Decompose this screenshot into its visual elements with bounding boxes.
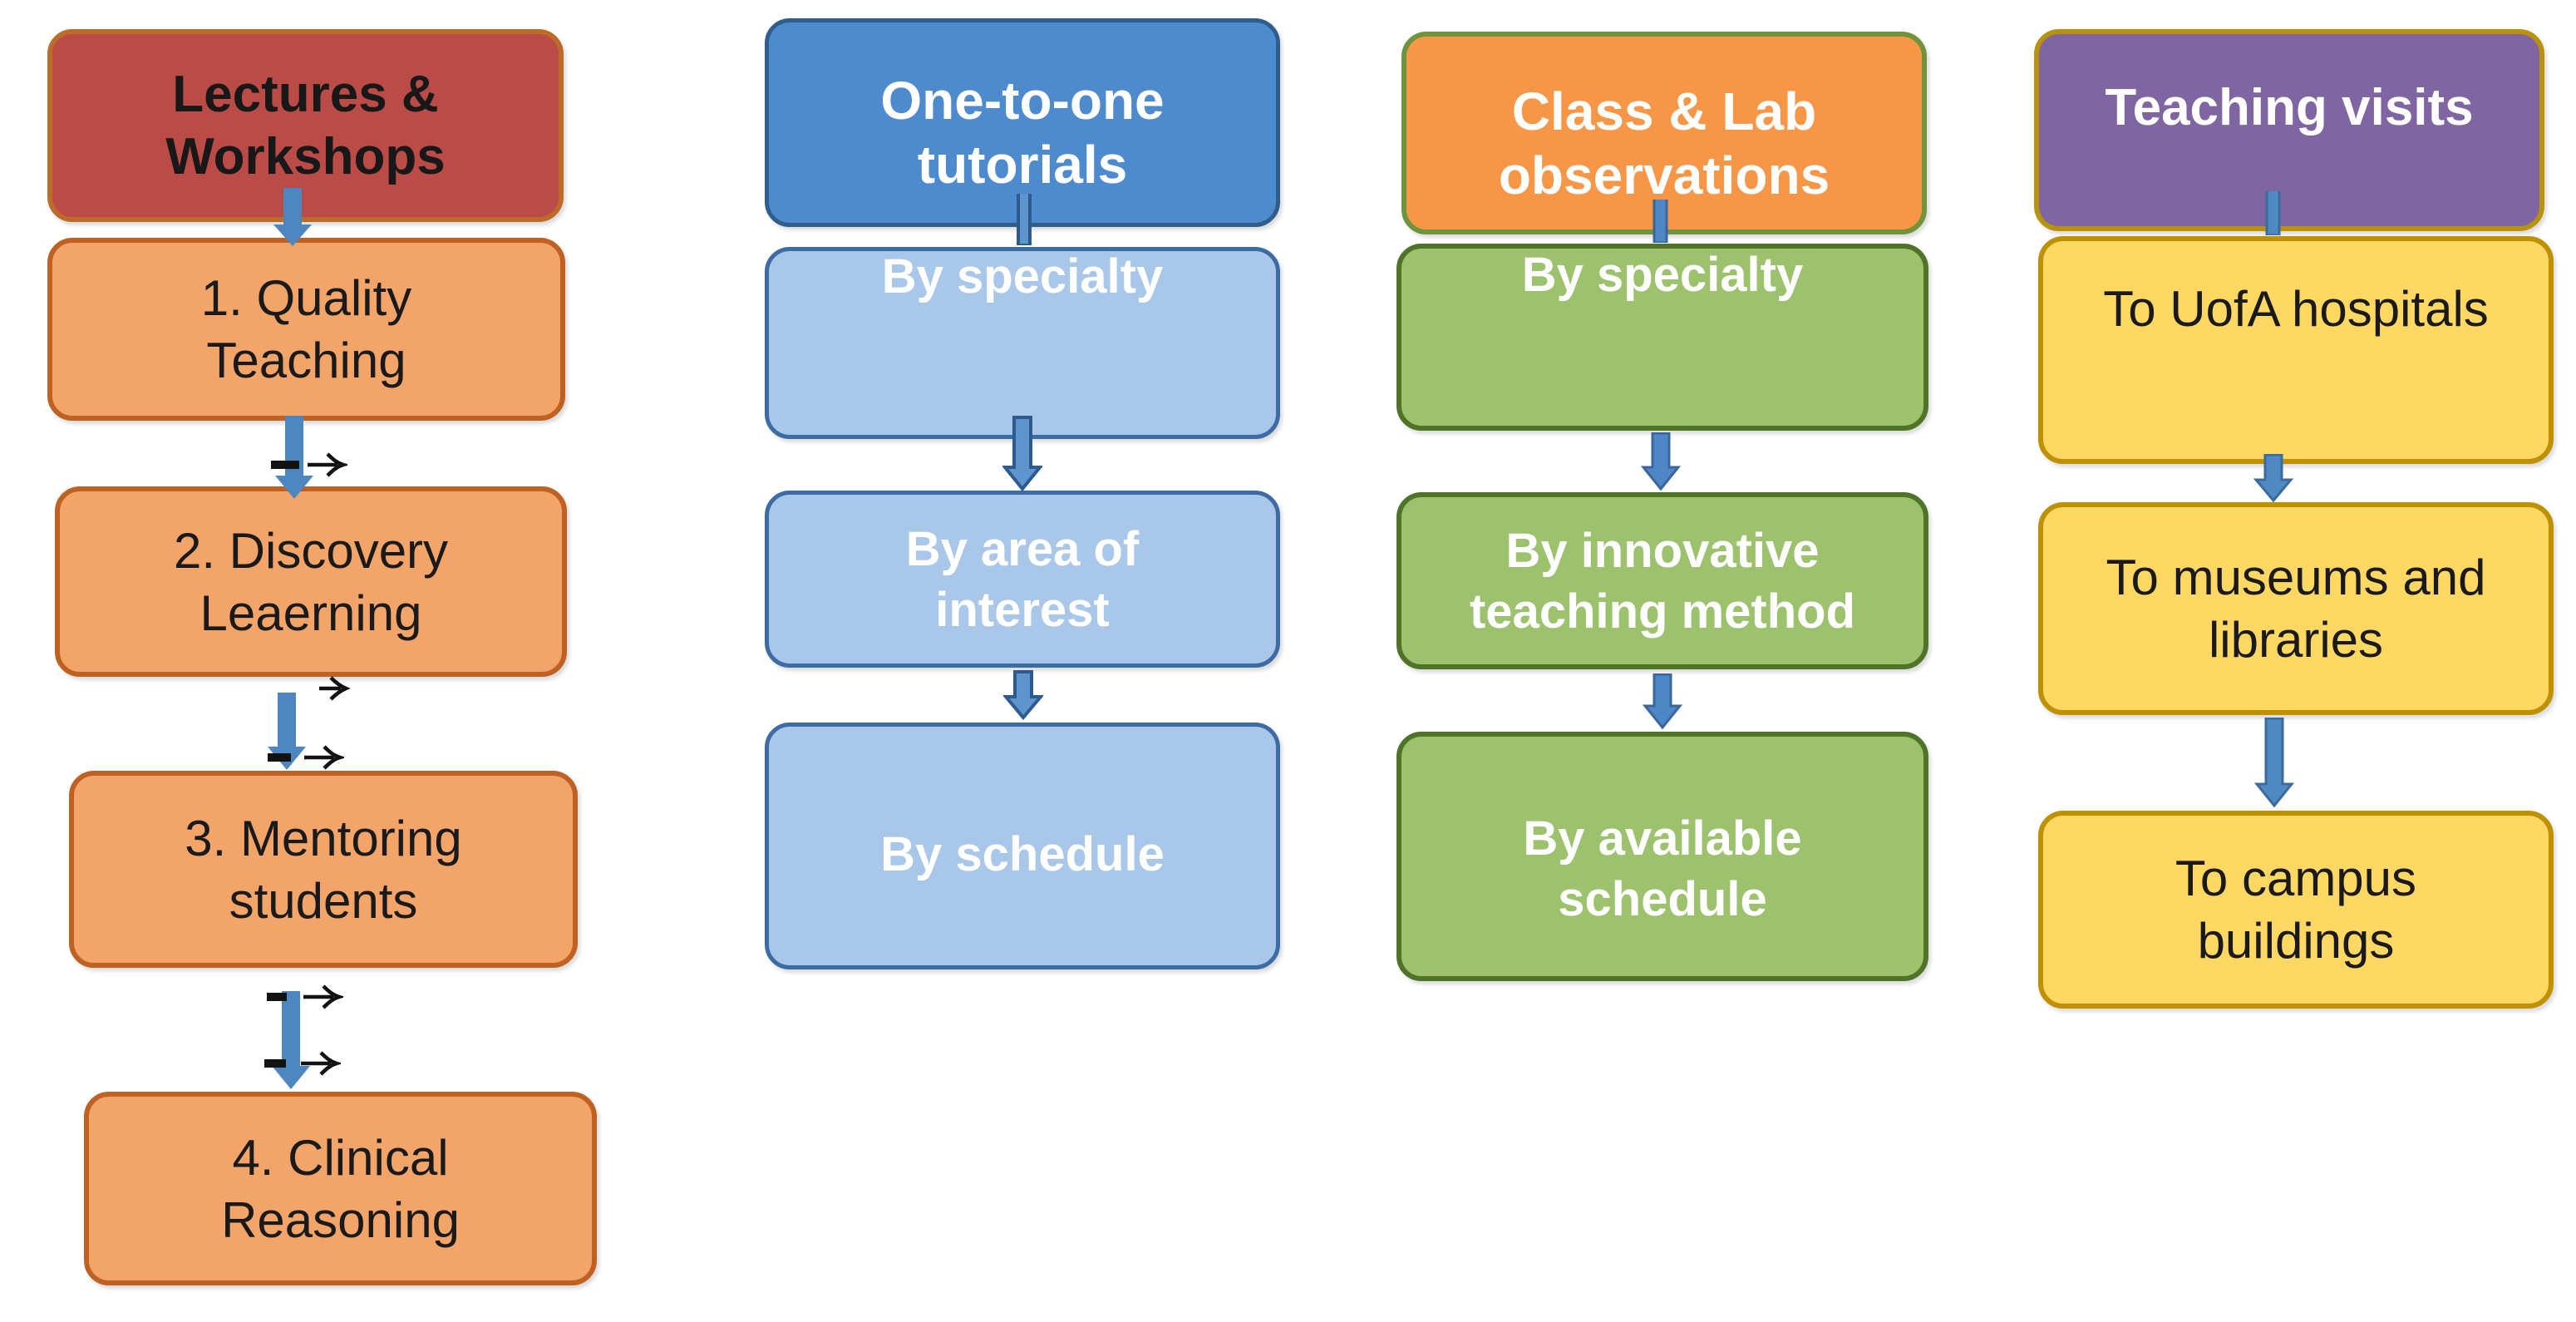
box-to-campus-buildings: To campus buildings	[2038, 811, 2554, 1009]
box-observations-by-specialty: By specialty	[1396, 244, 1928, 431]
down-arrow-icon	[272, 991, 310, 1089]
box-tutorials-by-specialty: By specialty	[765, 247, 1280, 439]
header-class-lab-observations: Class & Lab observations	[1401, 32, 1927, 234]
header-one-to-one-tutorials-label: One-to-one tutorials	[880, 71, 1165, 195]
down-arrow-icon	[1641, 432, 1681, 491]
box-discovery-learning: 2. Discovery Leaerning	[55, 486, 567, 677]
box-discovery-learning-label: 2. Discovery Leaerning	[173, 522, 449, 641]
box-to-campus-buildings-label: To campus buildings	[2175, 851, 2417, 969]
right-arrow-icon	[319, 676, 351, 701]
header-teaching-visits: Teaching visits	[2034, 29, 2544, 231]
down-arrow-icon	[1643, 673, 1682, 729]
down-arrow-icon	[1003, 670, 1043, 720]
box-to-museums-and-libraries: To museums and libraries	[2038, 502, 2554, 715]
dashed-right-arrow-icon	[264, 1051, 341, 1076]
header-one-to-one-tutorials: One-to-one tutorials	[765, 18, 1280, 227]
box-observations-by-specialty-label: By specialty	[1521, 248, 1804, 302]
box-by-available-schedule-label: By available schedule	[1523, 811, 1802, 926]
box-clinical-reasoning: 4. Clinical Reasoning	[84, 1092, 597, 1285]
dashed-right-arrow-icon	[267, 984, 343, 1009]
header-teaching-visits-label: Teaching visits	[2105, 78, 2474, 136]
box-quality-teaching: 1. Quality Teaching	[47, 238, 565, 421]
header-lectures-workshops: Lectures & Workshops	[47, 29, 564, 222]
header-class-lab-observations-label: Class & Lab observations	[1498, 81, 1830, 205]
down-arrow-icon	[2254, 718, 2294, 807]
box-to-museums-and-libraries-label: To museums and libraries	[2106, 550, 2486, 668]
box-to-uofa-hospitals: To UofA hospitals	[2038, 236, 2554, 464]
down-arrow-icon	[275, 416, 313, 499]
down-connector-icon	[2265, 191, 2281, 235]
box-tutorials-by-specialty-label: By specialty	[881, 249, 1164, 303]
down-connector-icon	[1017, 194, 1032, 245]
box-by-schedule: By schedule	[765, 723, 1280, 969]
box-mentoring-students: 3. Mentoring students	[69, 771, 578, 968]
box-clinical-reasoning-label: 4. Clinical Reasoning	[221, 1129, 460, 1248]
box-quality-teaching-label: 1. Quality Teaching	[200, 270, 412, 388]
box-by-area-of-interest: By area of interest	[765, 491, 1280, 668]
dashed-right-arrow-icon	[268, 745, 344, 770]
box-to-uofa-hospitals-label: To UofA hospitals	[2103, 280, 2489, 337]
box-by-innovative-teaching-method-label: By innovative teaching method	[1469, 523, 1856, 639]
box-by-area-of-interest-label: By area of interest	[905, 521, 1140, 637]
box-mentoring-students-label: 3. Mentoring students	[185, 810, 462, 929]
down-arrow-icon	[273, 188, 312, 246]
box-by-schedule-label: By schedule	[880, 827, 1165, 881]
header-lectures-workshops-label: Lectures & Workshops	[165, 66, 446, 185]
dashed-right-arrow-icon	[271, 452, 347, 477]
down-connector-icon	[1652, 200, 1668, 243]
down-arrow-icon	[2253, 454, 2293, 502]
box-by-available-schedule: By available schedule	[1396, 732, 1928, 981]
down-arrow-icon	[268, 693, 306, 770]
box-by-innovative-teaching-method: By innovative teaching method	[1396, 492, 1928, 669]
down-arrow-icon	[1002, 416, 1042, 491]
